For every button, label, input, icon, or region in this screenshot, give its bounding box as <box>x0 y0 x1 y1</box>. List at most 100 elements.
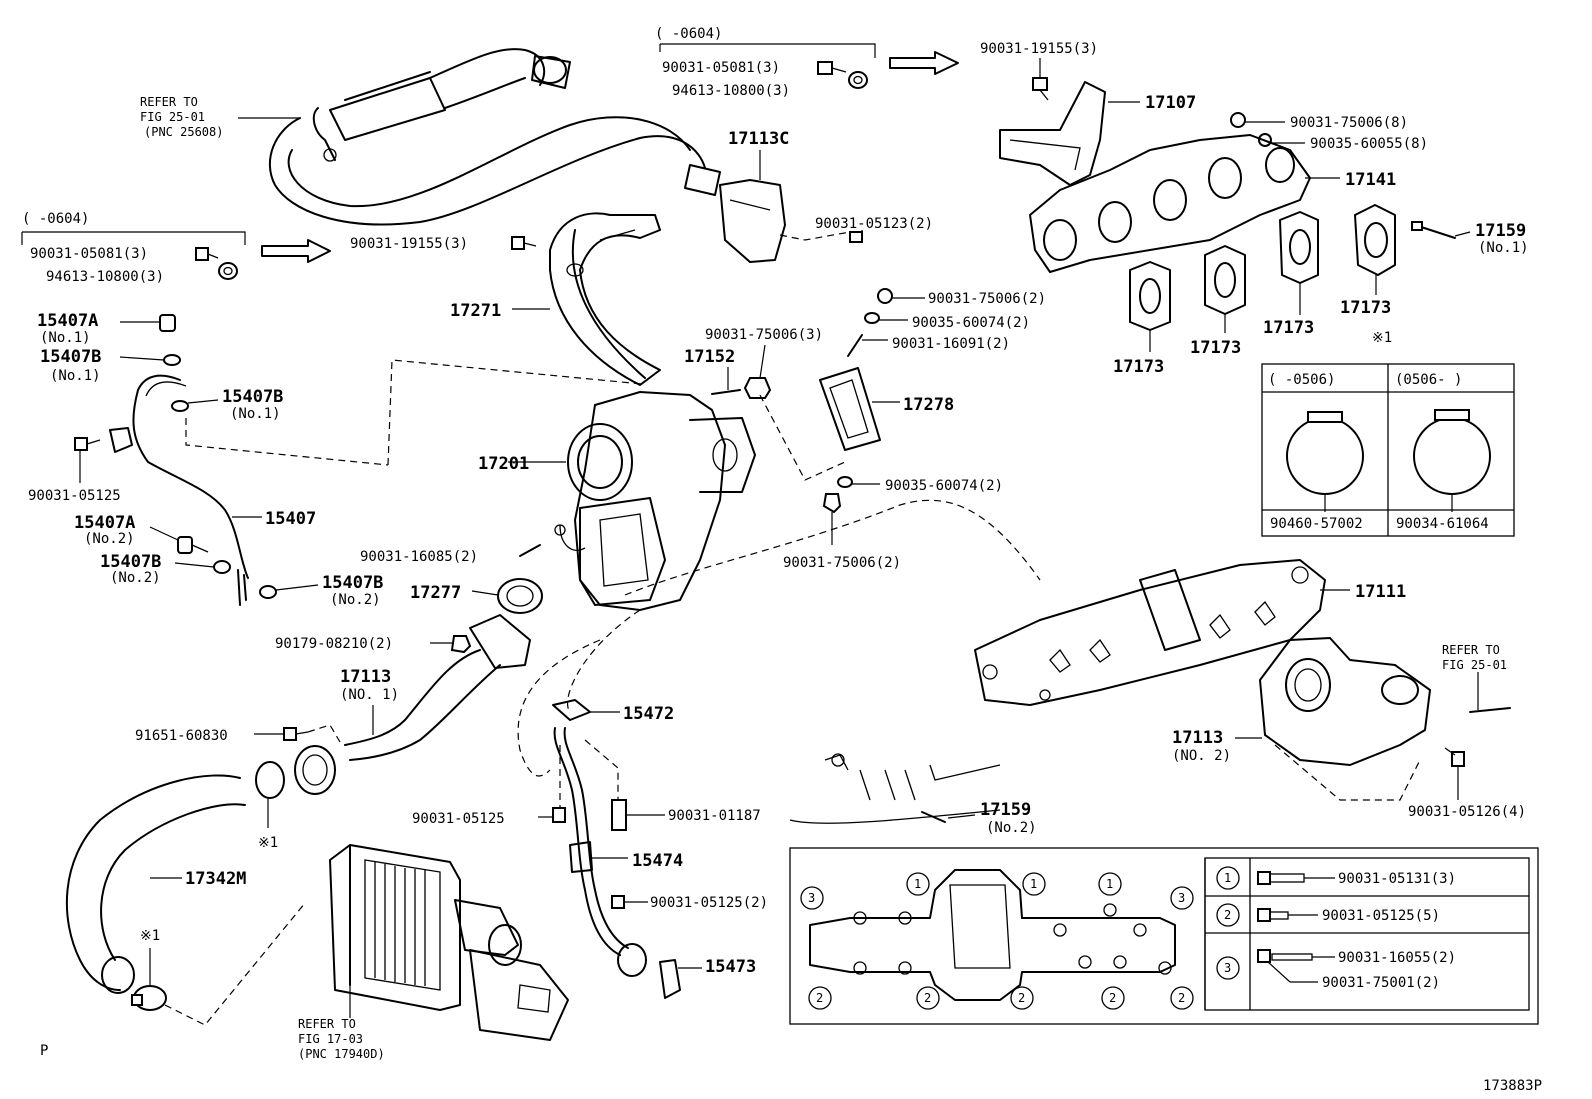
bolt-icon <box>74 437 101 451</box>
refer-mid-right-line2: FIG 25-01 <box>1442 658 1507 672</box>
nut-icon <box>1230 112 1246 128</box>
bolt-icon <box>1257 908 1289 922</box>
label-90031-75006-8: 90031-75006(8) <box>1290 115 1408 131</box>
label-17159-no1: 17159 <box>1475 221 1526 241</box>
label-15407a-no1: 15407A <box>37 311 98 331</box>
date-range-left: ( -0604) <box>22 211 89 227</box>
refer-top-line2: FIG 25-01 <box>140 110 205 124</box>
label-90031-16091: 90031-16091(2) <box>892 336 1010 352</box>
bolt-icon <box>283 727 309 741</box>
gasket-17173-d-drawing <box>1354 204 1396 276</box>
label-90031-05125-2: 90031-05125(2) <box>650 895 768 911</box>
bolt-icon <box>817 61 847 75</box>
inset-col1-part: 90460-57002 <box>1270 516 1363 532</box>
gasket-callout-2: 2 <box>1018 991 1025 1005</box>
label-90031-01187: 90031-01187 <box>668 808 761 824</box>
refer-bottom-line2: FIG 17-03 <box>298 1032 363 1046</box>
refer-top-line3: (PNC 25608) <box>144 125 223 139</box>
stud-icon <box>847 334 863 357</box>
refer-top-line1: REFER TO <box>140 95 198 109</box>
egr-cooler-pipe-drawing <box>268 48 721 226</box>
arrow-right-icon <box>889 51 959 75</box>
legend-num-2: 2 <box>1224 908 1231 922</box>
refer-bottom-line1: REFER TO <box>298 1017 356 1031</box>
label-15407b-no1a: 15407B <box>40 347 101 367</box>
bolt-legend-box <box>789 847 1539 1025</box>
label-17113-no2-sub: (NO. 2) <box>1172 748 1231 764</box>
legend-num-1: 1 <box>1224 871 1231 885</box>
gasket-17173-c-drawing <box>1279 211 1319 284</box>
gasket-callout-2: 2 <box>1178 991 1185 1005</box>
gasket-callout-2: 2 <box>1109 991 1116 1005</box>
inset-col2-part: 90034-61064 <box>1396 516 1489 532</box>
label-15407a-no2: 15407A <box>74 513 135 533</box>
gasket-17173-b-drawing <box>1204 245 1246 315</box>
label-15407b-no2a-sub: (No.2) <box>110 570 161 586</box>
mark-x1-left: ※1 <box>258 835 278 851</box>
gasket-17173-a-drawing <box>1129 261 1171 331</box>
label-90035-60074-2b: 90035-60074(2) <box>885 478 1003 494</box>
stud-icon <box>921 811 946 823</box>
bolt-icon <box>177 536 209 554</box>
label-90031-05123: 90031-05123(2) <box>815 216 933 232</box>
label-17277: 17277 <box>410 583 461 603</box>
label-17342m: 17342M <box>185 869 246 889</box>
engine-block-sketch <box>789 753 1001 824</box>
legend-part-2: 90031-05125(5) <box>1322 908 1440 924</box>
label-17113c: 17113C <box>728 129 789 149</box>
stud-icon <box>711 389 741 395</box>
washer-icon <box>259 585 277 599</box>
gasket-callout-3: 3 <box>1178 891 1185 905</box>
air-pipe-17113-no1-drawing <box>294 614 531 795</box>
label-17113-no1-sub: (NO. 1) <box>340 687 399 703</box>
label-15407b-no1b-sub: (No.1) <box>230 406 281 422</box>
label-17173-b: 17173 <box>1190 338 1241 358</box>
label-17271: 17271 <box>450 301 501 321</box>
exhaust-manifold-17141-drawing <box>1029 134 1311 273</box>
heat-insulator-17271-drawing <box>549 212 661 386</box>
legend-part-3a: 90031-16055(2) <box>1338 950 1456 966</box>
bolt-icon <box>195 247 219 261</box>
gasket-17277-drawing <box>497 578 543 614</box>
label-90035-60074-2a: 90035-60074(2) <box>912 315 1030 331</box>
refer-bottom-line3: (PNC 17940D) <box>298 1047 385 1061</box>
bolt-icon <box>1032 77 1049 101</box>
label-17107: 17107 <box>1145 93 1196 113</box>
label-17113-no1: 17113 <box>340 667 391 687</box>
label-15407b-no2b-sub: (No.2) <box>330 592 381 608</box>
bolt-icon <box>1444 747 1465 767</box>
bolt-icon <box>159 314 176 332</box>
label-90031-16085: 90031-16085(2) <box>360 549 478 565</box>
bracket-17107-drawing <box>999 81 1106 186</box>
label-15407a-no2-sub: (No.2) <box>84 531 135 547</box>
nut-icon <box>450 635 472 654</box>
stud-icon <box>1257 949 1313 963</box>
label-90031-19155-mid: 90031-19155(3) <box>350 236 468 252</box>
washer-icon <box>848 71 868 89</box>
air-pipe-17113-no2-drawing <box>1259 637 1431 766</box>
label-90035-60055-8: 90035-60055(8) <box>1310 136 1428 152</box>
label-15474: 15474 <box>632 851 683 871</box>
bolt-icon <box>511 236 537 250</box>
label-90031-05125-mid: 90031-05125 <box>412 811 505 827</box>
gasket-callout-2: 2 <box>924 991 931 1005</box>
insulator-17113c-drawing <box>719 179 786 263</box>
label-17201: 17201 <box>478 454 529 474</box>
washer-icon <box>218 262 238 280</box>
label-17173-d: 17173 <box>1340 298 1391 318</box>
label-15407a-no1-sub: (No.1) <box>40 330 91 346</box>
intake-manifold-17111-drawing <box>974 559 1326 706</box>
label-15473: 15473 <box>705 957 756 977</box>
label-17173-c: 17173 <box>1263 318 1314 338</box>
label-90031-75006-2a: 90031-75006(2) <box>928 291 1046 307</box>
label-17159-no1-sub: (No.1) <box>1478 240 1529 256</box>
gasket-callout-1: 1 <box>914 877 921 891</box>
label-15407b-no2b: 15407B <box>322 573 383 593</box>
washer-icon <box>213 560 231 574</box>
stud-icon <box>1411 221 1456 239</box>
label-94613-10800-top: 94613-10800(3) <box>672 83 790 99</box>
diagram-id: 173883P <box>1483 1078 1542 1094</box>
washer-icon <box>163 354 181 366</box>
legend-part-1: 90031-05131(3) <box>1338 871 1456 887</box>
